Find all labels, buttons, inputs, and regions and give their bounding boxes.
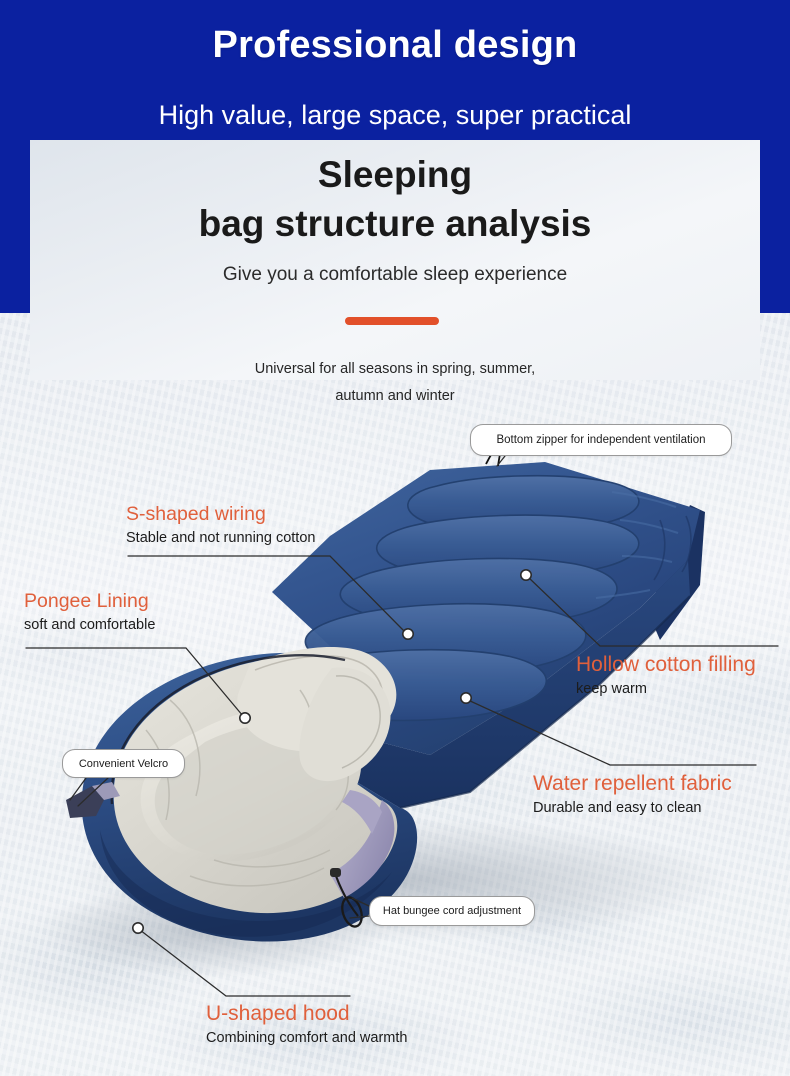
annotation-pongee-lining: Pongee Lining soft and comfortable — [24, 590, 155, 635]
panel-title-line1: Sleeping — [317, 154, 473, 195]
annotation-water-repellent-fabric: Water repellent fabric Durable and easy … — [533, 771, 732, 818]
orange-divider — [345, 317, 439, 325]
leader-dot-water — [459, 691, 472, 704]
leader-dot-hood — [132, 921, 145, 934]
annotation-title: Pongee Lining — [24, 590, 149, 612]
season-note-line2: autumn and winter — [335, 387, 455, 404]
annotation-title: S-shaped wiring — [126, 503, 266, 525]
annotation-desc: soft and comfortable — [24, 616, 156, 633]
annotation-s-shaped-wiring: S-shaped wiring Stable and not running c… — [126, 503, 315, 548]
annotation-title: U-shaped hood — [206, 1002, 350, 1025]
callout-hat-bungee-cord: Hat bungee cord adjustment — [369, 896, 535, 926]
leader-dot-hollow — [519, 568, 532, 581]
leader-dot-pongee — [239, 711, 252, 724]
season-note-line1: Universal for all seasons in spring, sum… — [254, 361, 536, 377]
annotation-u-shaped-hood: U-shaped hood Combining comfort and warm… — [206, 1001, 407, 1048]
season-note: Universal for all seasons in spring, sum… — [0, 356, 790, 410]
panel-title: Sleeping bag structure analysis — [30, 150, 760, 248]
annotation-title: Hollow cotton filling — [576, 653, 756, 676]
callout-convenient-velcro: Convenient Velcro — [62, 749, 185, 778]
panel-subtitle: Give you a comfortable sleep experience — [222, 264, 568, 285]
page-subheadline: High value, large space, super practical — [158, 100, 632, 130]
annotation-title: Water repellent fabric — [533, 772, 732, 795]
annotation-desc: Combining comfort and warmth — [206, 1029, 408, 1046]
callout-bottom-zipper: Bottom zipper for independent ventilatio… — [470, 424, 732, 456]
leader-dot-s-shaped — [401, 627, 414, 640]
annotation-desc: Stable and not running cotton — [126, 529, 316, 546]
title-panel: Sleeping bag structure analysis Give you… — [30, 140, 760, 380]
page-headline: Professional design — [212, 24, 578, 66]
annotation-desc: Durable and easy to clean — [533, 799, 702, 816]
annotation-hollow-cotton-filling: Hollow cotton filling keep warm — [576, 652, 756, 699]
annotation-desc: keep warm — [576, 680, 647, 697]
panel-title-line2: bag structure analysis — [198, 203, 592, 245]
